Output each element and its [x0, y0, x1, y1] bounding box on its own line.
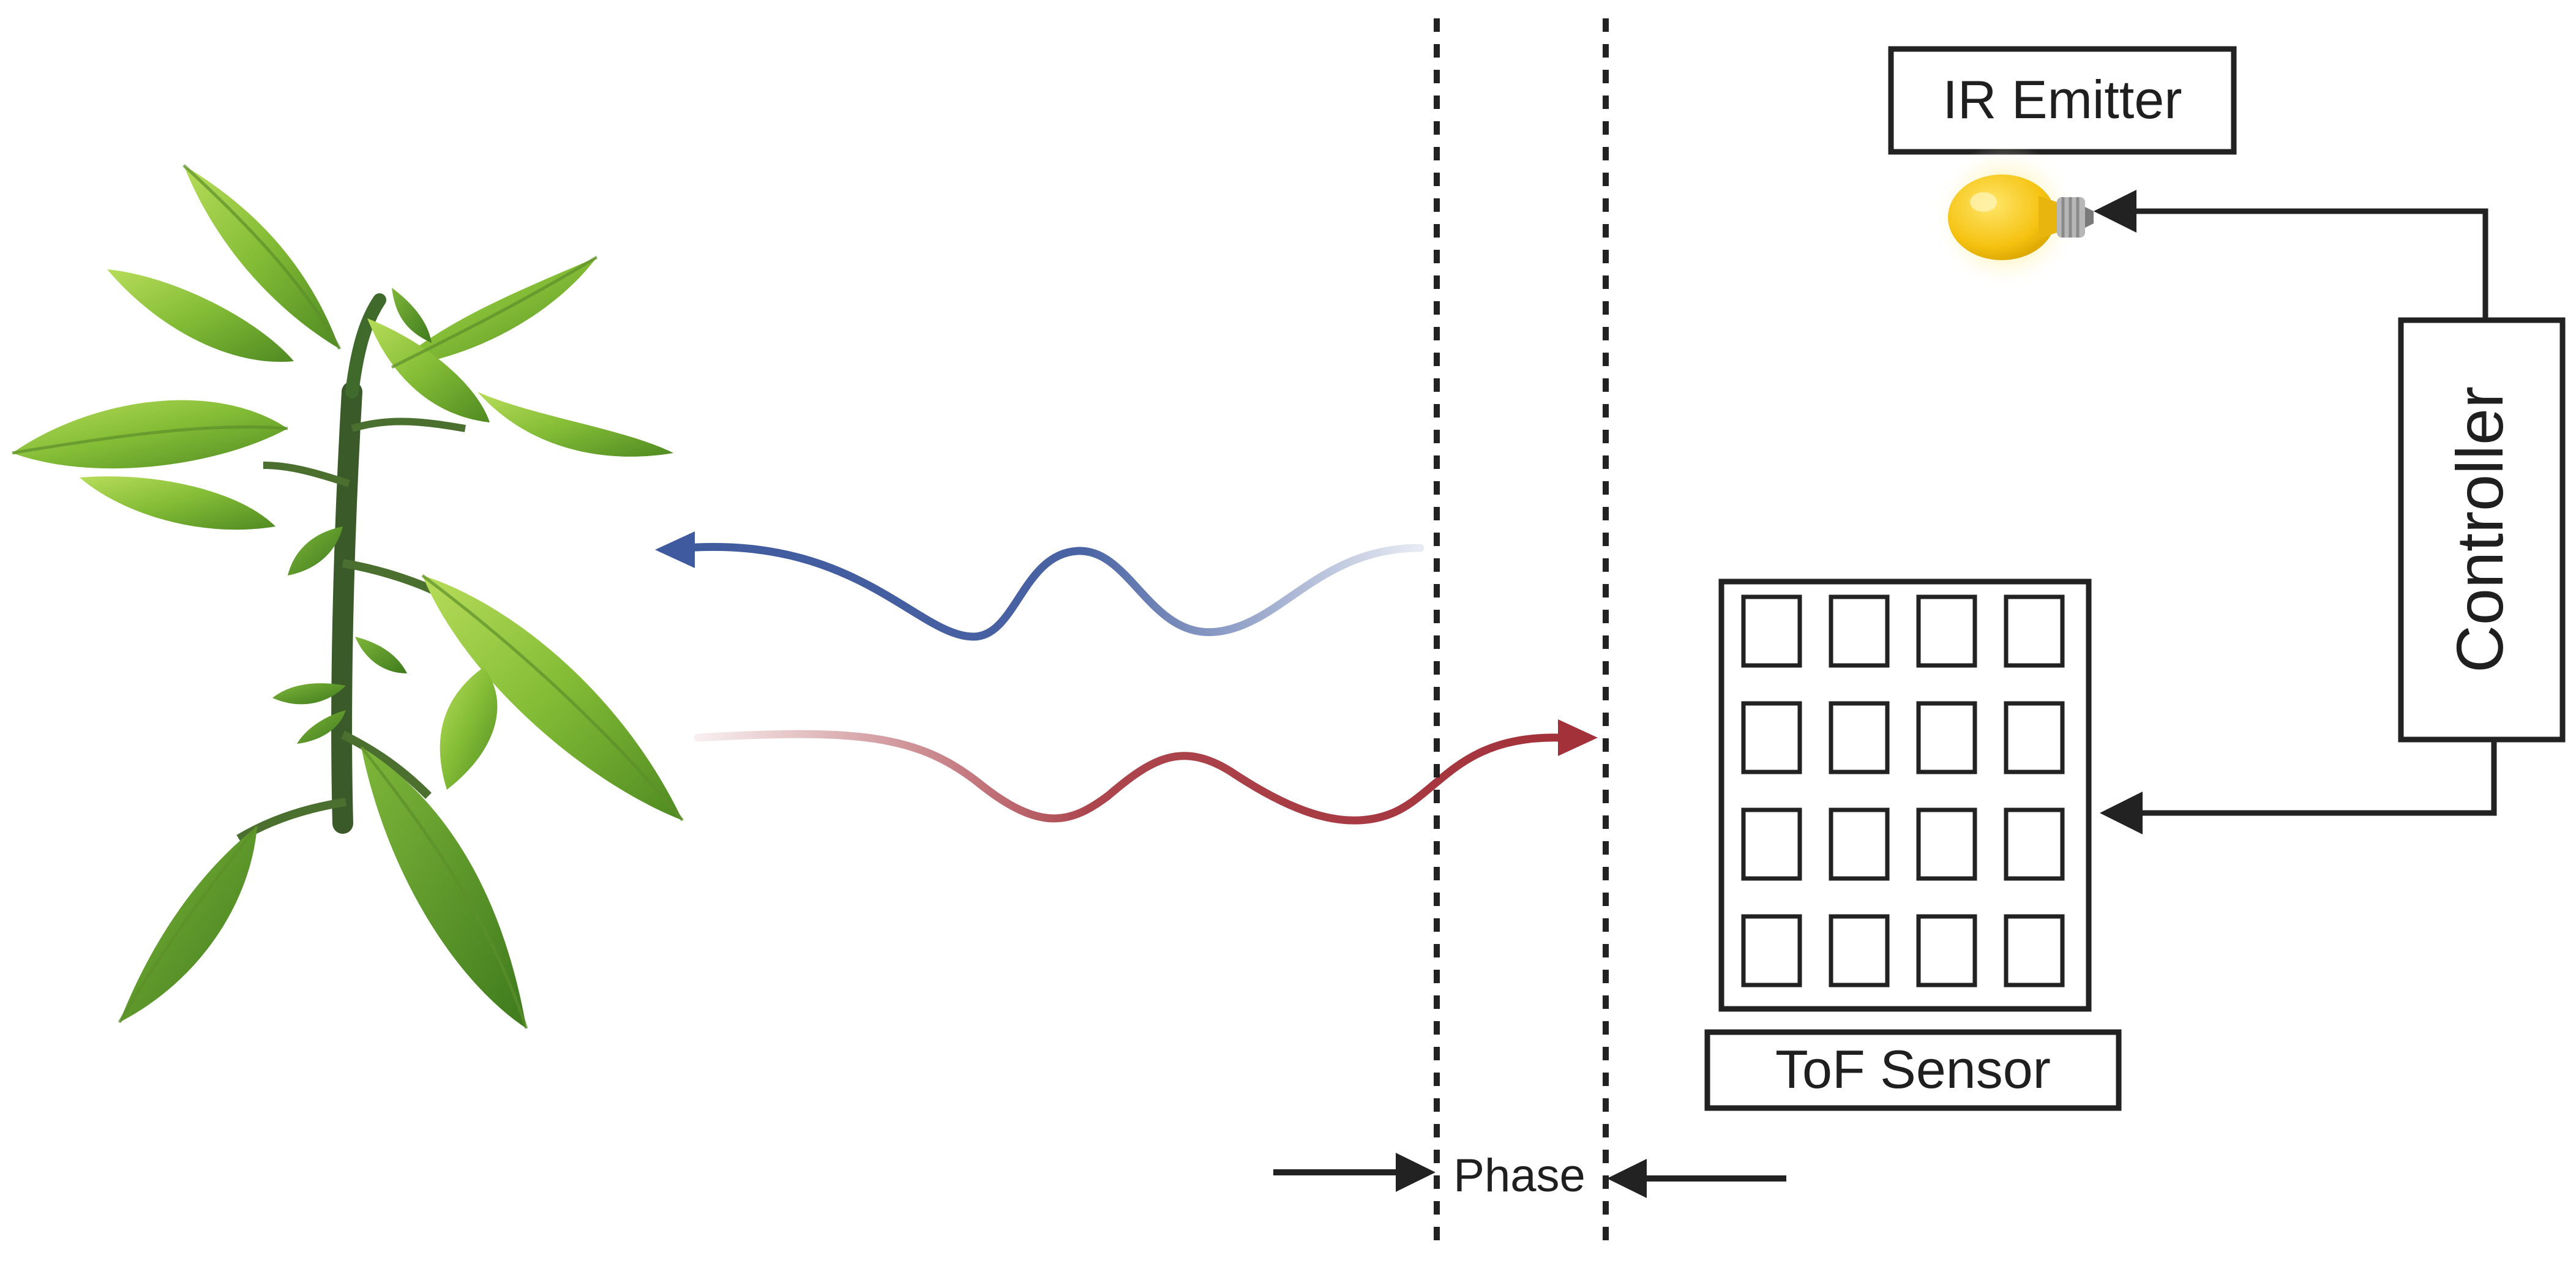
sensor-pixel	[2004, 594, 2065, 668]
sensor-pixel	[1741, 594, 1802, 668]
sensor-pixel	[1916, 807, 1977, 881]
sensor-pixel	[1741, 914, 1802, 987]
tof-sensor	[1718, 579, 2092, 1012]
phase-indicator: Phase	[1273, 1150, 1786, 1202]
lightbulb-icon	[1931, 144, 2094, 291]
sensor-pixel	[2004, 807, 2065, 881]
sensor-pixel	[1829, 594, 1890, 668]
controller-to-sensor-wire	[2100, 740, 2497, 834]
sensor-pixel-grid	[1741, 594, 2065, 987]
ir-emitter-box: IR Emitter	[1888, 46, 2237, 155]
arrow-left-icon	[2094, 190, 2136, 233]
tof-sensor-label: ToF Sensor	[1775, 1039, 2051, 1099]
sensor-pixel	[1829, 914, 1890, 987]
sensor-pixel	[2004, 701, 2065, 774]
reflected-wave-arrowhead	[1558, 719, 1598, 756]
sensor-pixel	[1829, 701, 1890, 774]
sensor-pixel	[1916, 914, 1977, 987]
plant-image	[12, 164, 684, 1029]
arrow-left-icon	[2100, 792, 2143, 834]
arrow-left-icon	[1607, 1159, 1647, 1198]
sensor-pixel	[1916, 594, 1977, 668]
controller-to-emitter-wire	[2094, 190, 2488, 320]
emitted-wave	[655, 531, 1425, 641]
arrow-right-icon	[1396, 1153, 1436, 1192]
phase-label: Phase	[1453, 1150, 1586, 1202]
sensor-pixel	[1829, 807, 1890, 881]
sensor-pixel	[1916, 701, 1977, 774]
ir-emitter-label: IR Emitter	[1942, 69, 2182, 130]
emitted-wave-arrowhead	[655, 531, 695, 568]
reflected-wave	[694, 719, 1598, 825]
sensor-pixel	[2004, 914, 2065, 987]
controller-label: Controller	[2443, 386, 2517, 673]
sensor-pixel	[1741, 807, 1802, 881]
tof-sensor-box: ToF Sensor	[1704, 1029, 2122, 1111]
sensor-pixel	[1741, 701, 1802, 774]
controller-box: Controller	[2398, 317, 2566, 743]
